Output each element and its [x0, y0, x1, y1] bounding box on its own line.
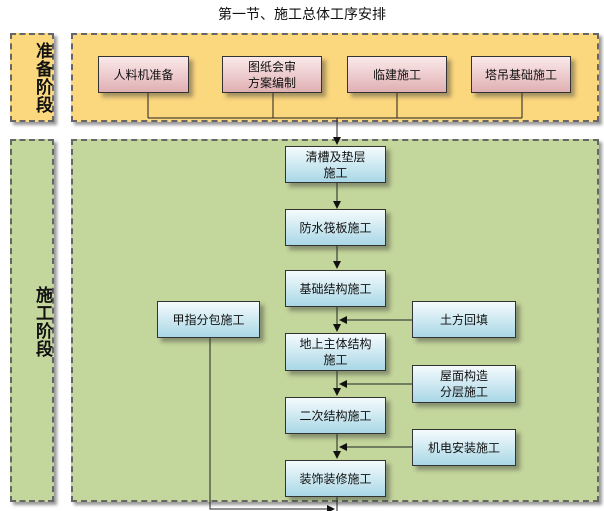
- arrow-owner-subcontract: [209, 338, 335, 511]
- flow-step-foundation-structure: 基础结构施工: [285, 270, 386, 307]
- prep-item-crane-foundation: 塔吊基础施工: [471, 56, 571, 93]
- side-input-backfill: 土方回填: [412, 301, 516, 338]
- prep-stage-label-zone: [10, 33, 54, 122]
- prep-item-drawing-review: 图纸会审 方案编制: [222, 56, 322, 93]
- flow-step-superstructure: 地上主体结构 施工: [285, 333, 386, 371]
- construction-stage-label-zone: [10, 139, 54, 502]
- prep-item-labor-material-machinery: 人料机准备: [98, 56, 189, 93]
- prep-stage-label: 准备阶段: [32, 42, 52, 114]
- side-input-mep: 机电安装施工: [412, 429, 516, 466]
- flow-step-secondary-structure: 二次结构施工: [285, 397, 386, 434]
- construction-stage-label: 施工阶段: [32, 286, 52, 358]
- flow-step-excavation-cleanup: 清槽及垫层 施工: [285, 146, 386, 183]
- diagram-title: 第一节、施工总体工序安排: [218, 7, 386, 23]
- owner-subcontract-box: 甲指分包施工: [157, 301, 260, 338]
- side-input-roofing: 屋面构造 分层施工: [412, 365, 516, 403]
- prep-connector: [147, 92, 523, 119]
- flow-step-waterproof-raft: 防水筏板施工: [285, 209, 386, 246]
- flow-step-decoration: 装饰装修施工: [285, 460, 386, 497]
- prep-item-temporary-works: 临建施工: [347, 56, 447, 93]
